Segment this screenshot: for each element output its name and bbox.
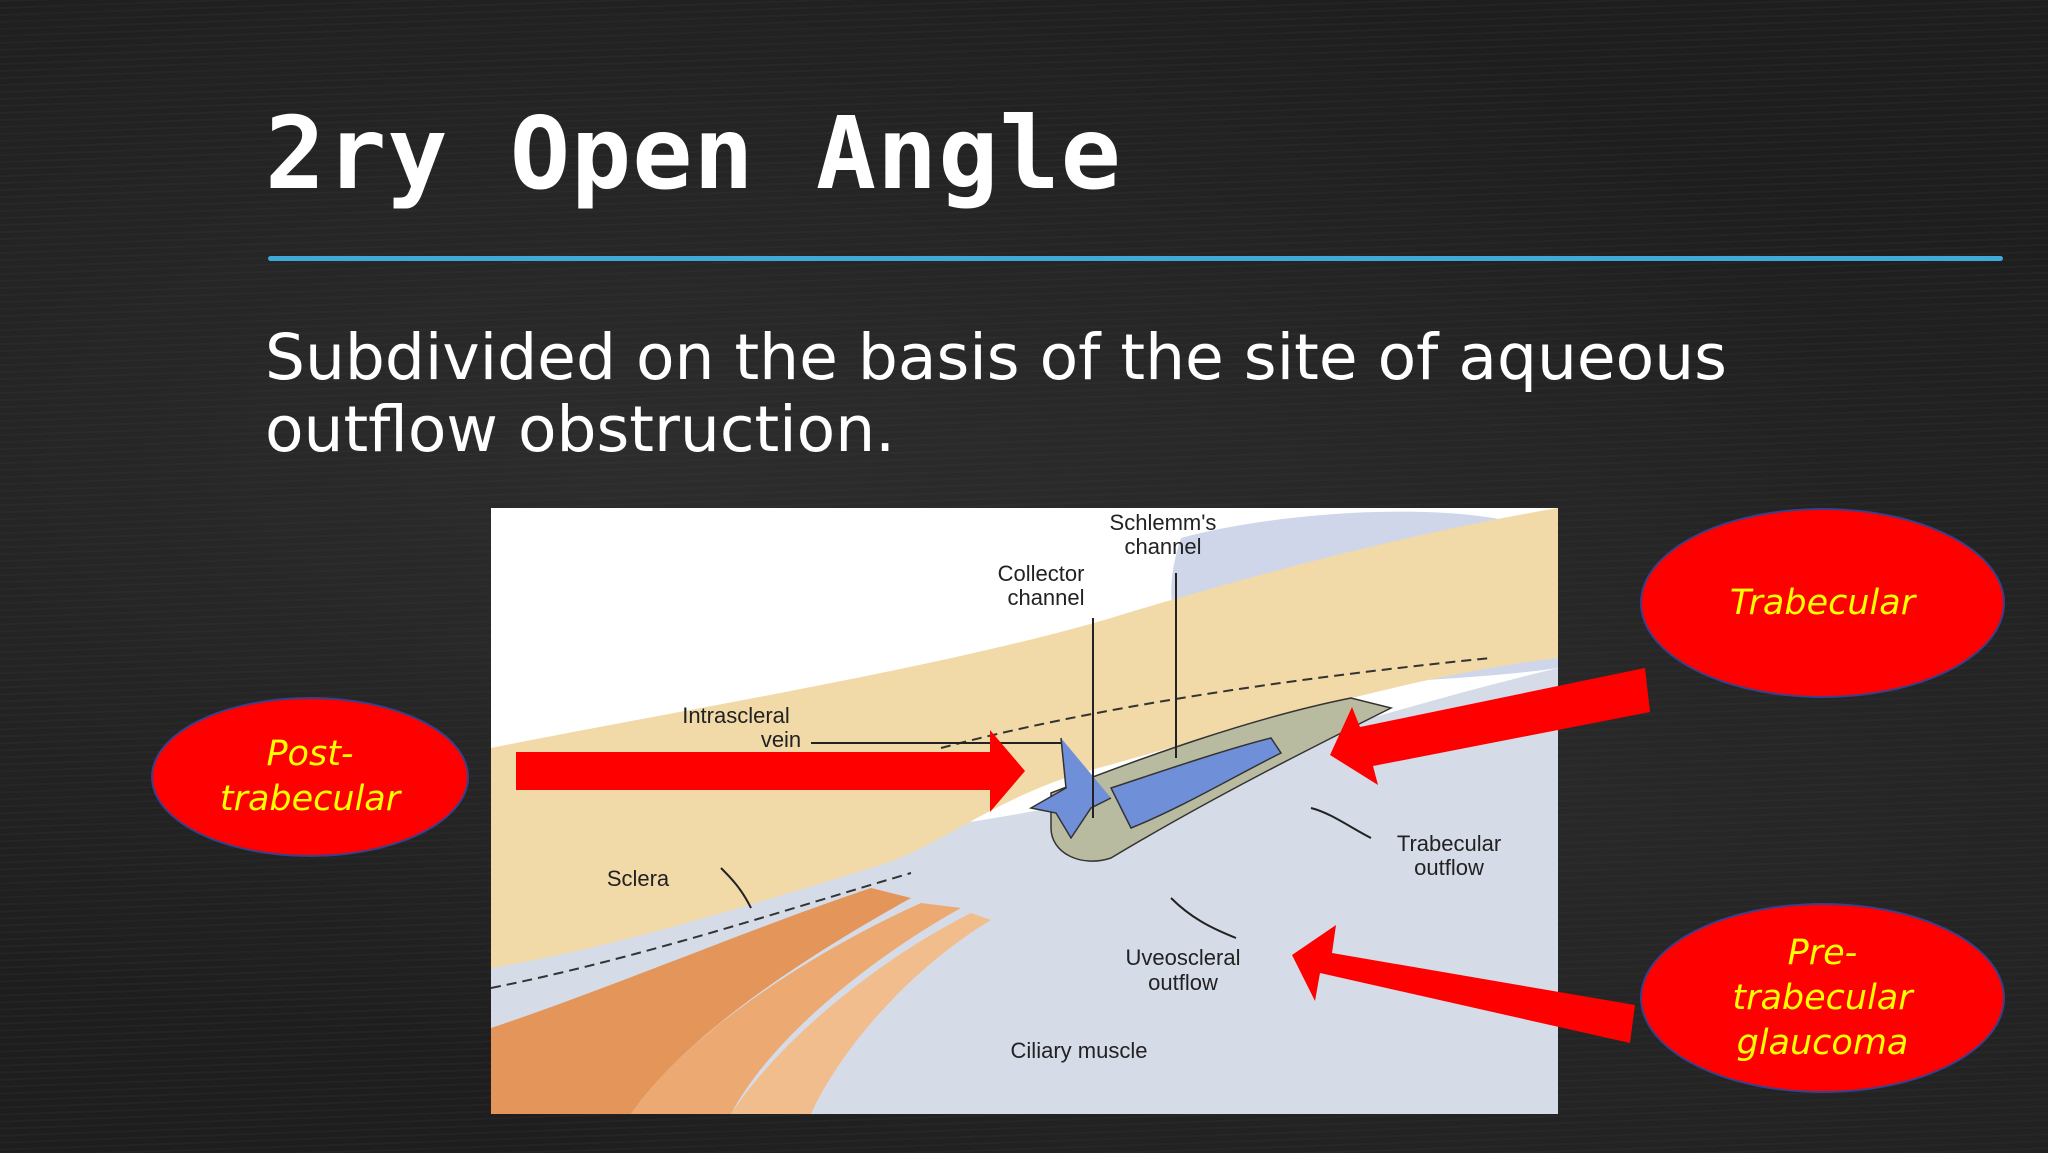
- slide-title: 2ry Open Angle: [265, 95, 1122, 212]
- callout-trabecular-line-1: Trabecular: [1729, 582, 1916, 623]
- callout-pre-trabecular-line-3: glaucoma: [1736, 1022, 1909, 1063]
- label-intrascleral-2: vein: [761, 727, 801, 752]
- trabecular-flow-arrow: [1310, 807, 1372, 839]
- collector-channel: [1028, 737, 1112, 840]
- label-collector-2: channel: [1007, 585, 1084, 610]
- label-trabecular-outflow-1: Trabecular: [1397, 831, 1501, 856]
- slide-subtitle: Subdivided on the basis of the site of a…: [265, 321, 1727, 466]
- label-schlemm-2: channel: [1124, 534, 1201, 559]
- title-divider: [268, 256, 2003, 261]
- label-sclera: Sclera: [607, 866, 670, 891]
- callout-trabecular: Trabecular: [1640, 508, 2005, 698]
- scleral-flow-arrow: [720, 867, 752, 909]
- callout-post-trabecular-line-1: Post-: [266, 734, 354, 774]
- callout-pre-trabecular-line-2: trabecular: [1732, 977, 1913, 1018]
- callout-post-trabecular-line-2: trabecular: [219, 779, 401, 819]
- label-uveoscleral-2: outflow: [1148, 970, 1218, 995]
- uveoscleral-flow-arrow: [1170, 897, 1237, 939]
- label-ciliary-muscle: Ciliary muscle: [1011, 1038, 1148, 1063]
- eye-angle-diagram: Schlemm's channel Collector channel Intr…: [491, 508, 1558, 1114]
- label-intrascleral-1: Intrascleral: [682, 703, 790, 728]
- ciliary-muscle-bundle-2: [631, 903, 961, 1114]
- label-schlemm-1: Schlemm's: [1110, 510, 1217, 535]
- sclera-dashed-border: [491, 872, 912, 989]
- ciliary-muscle-bundle-3: [731, 913, 991, 1114]
- schlemm-canal: [1109, 737, 1283, 829]
- callout-pre-trabecular: Pre- trabecular glaucoma: [1640, 903, 2005, 1093]
- label-collector-1: Collector: [998, 561, 1085, 586]
- label-trabecular-outflow-2: outflow: [1414, 855, 1484, 880]
- callout-pre-trabecular-line-1: Pre-: [1787, 932, 1858, 973]
- callout-post-trabecular: Post- trabecular: [151, 697, 469, 857]
- ciliary-muscle-bundle: [491, 888, 911, 1114]
- label-uveoscleral-1: Uveoscleral: [1126, 945, 1241, 970]
